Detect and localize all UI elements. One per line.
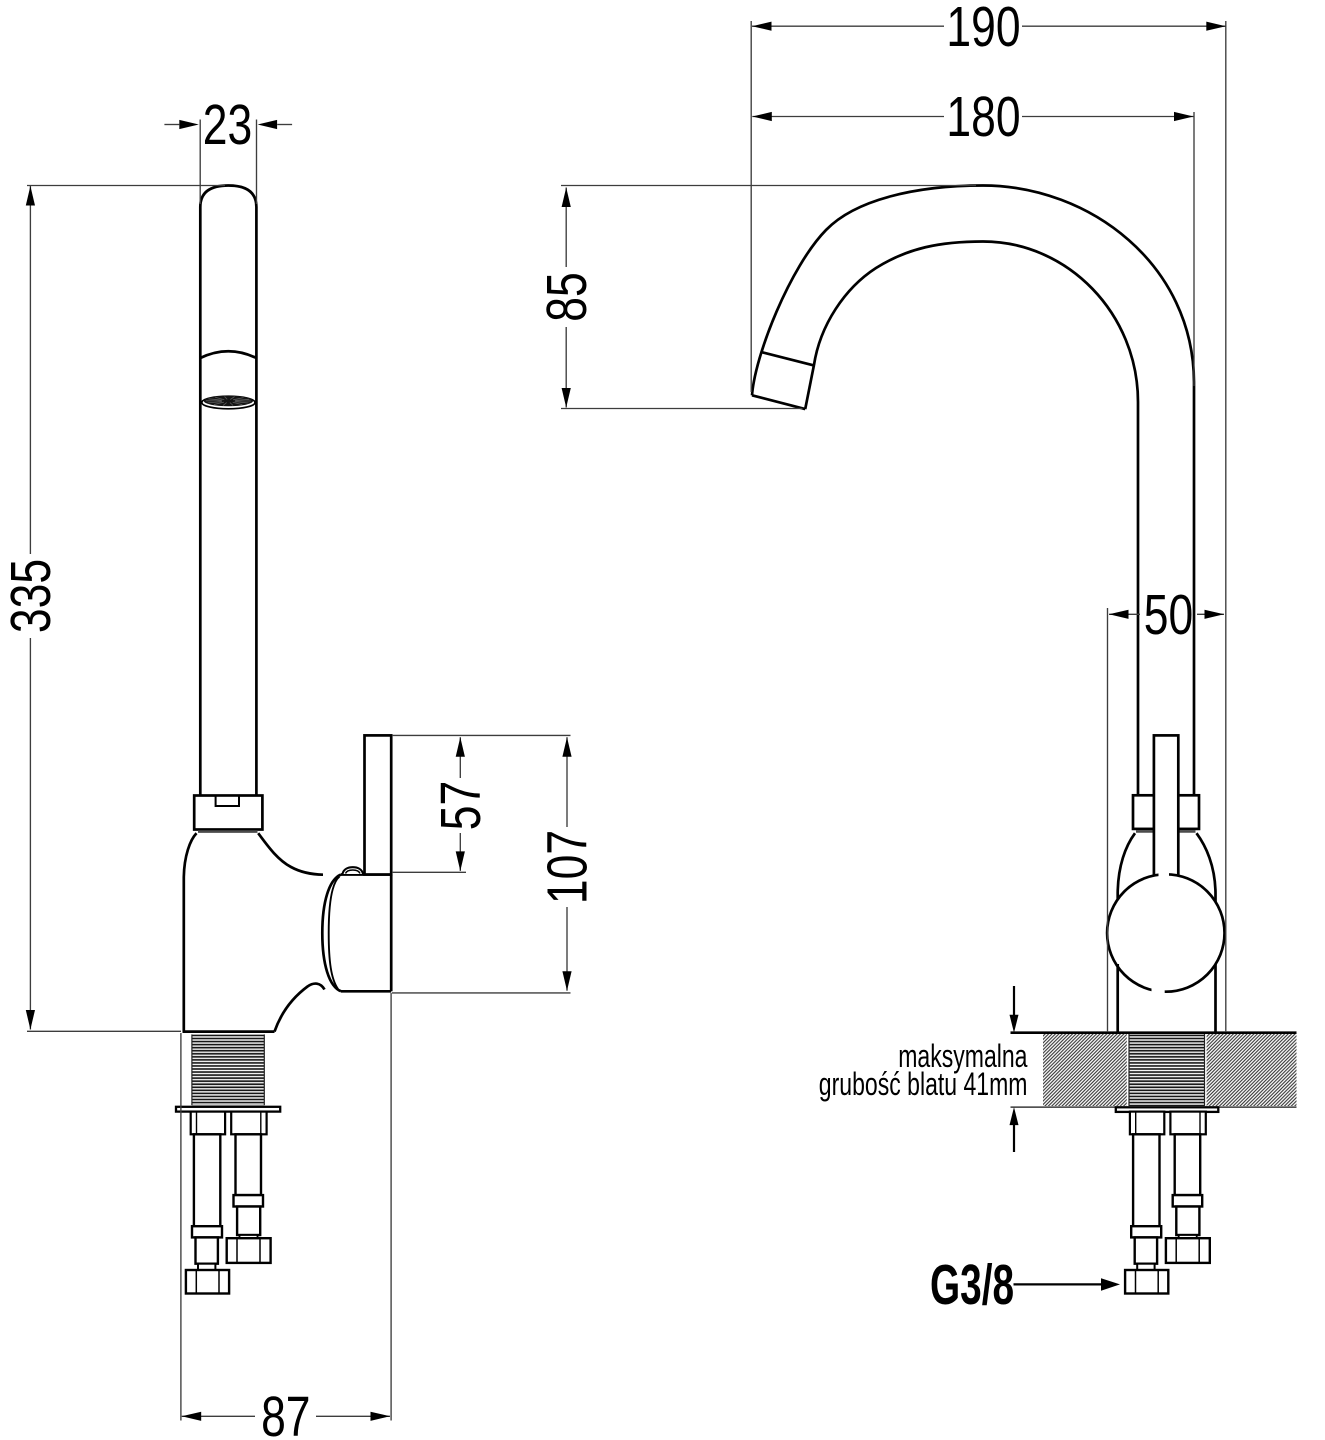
svg-text:87: 87 (261, 1385, 310, 1440)
svg-text:180: 180 (946, 85, 1020, 149)
svg-text:107: 107 (535, 830, 599, 904)
svg-text:85: 85 (535, 272, 599, 321)
svg-text:grubość blatu 41mm: grubość blatu 41mm (819, 1066, 1028, 1102)
svg-text:maksymalna: maksymalna (898, 1038, 1028, 1074)
svg-text:57: 57 (429, 781, 493, 830)
svg-text:23: 23 (203, 93, 252, 157)
svg-text:335: 335 (0, 559, 62, 633)
svg-text:G3/8: G3/8 (930, 1254, 1014, 1317)
svg-text:190: 190 (946, 0, 1020, 58)
svg-text:50: 50 (1144, 583, 1193, 647)
